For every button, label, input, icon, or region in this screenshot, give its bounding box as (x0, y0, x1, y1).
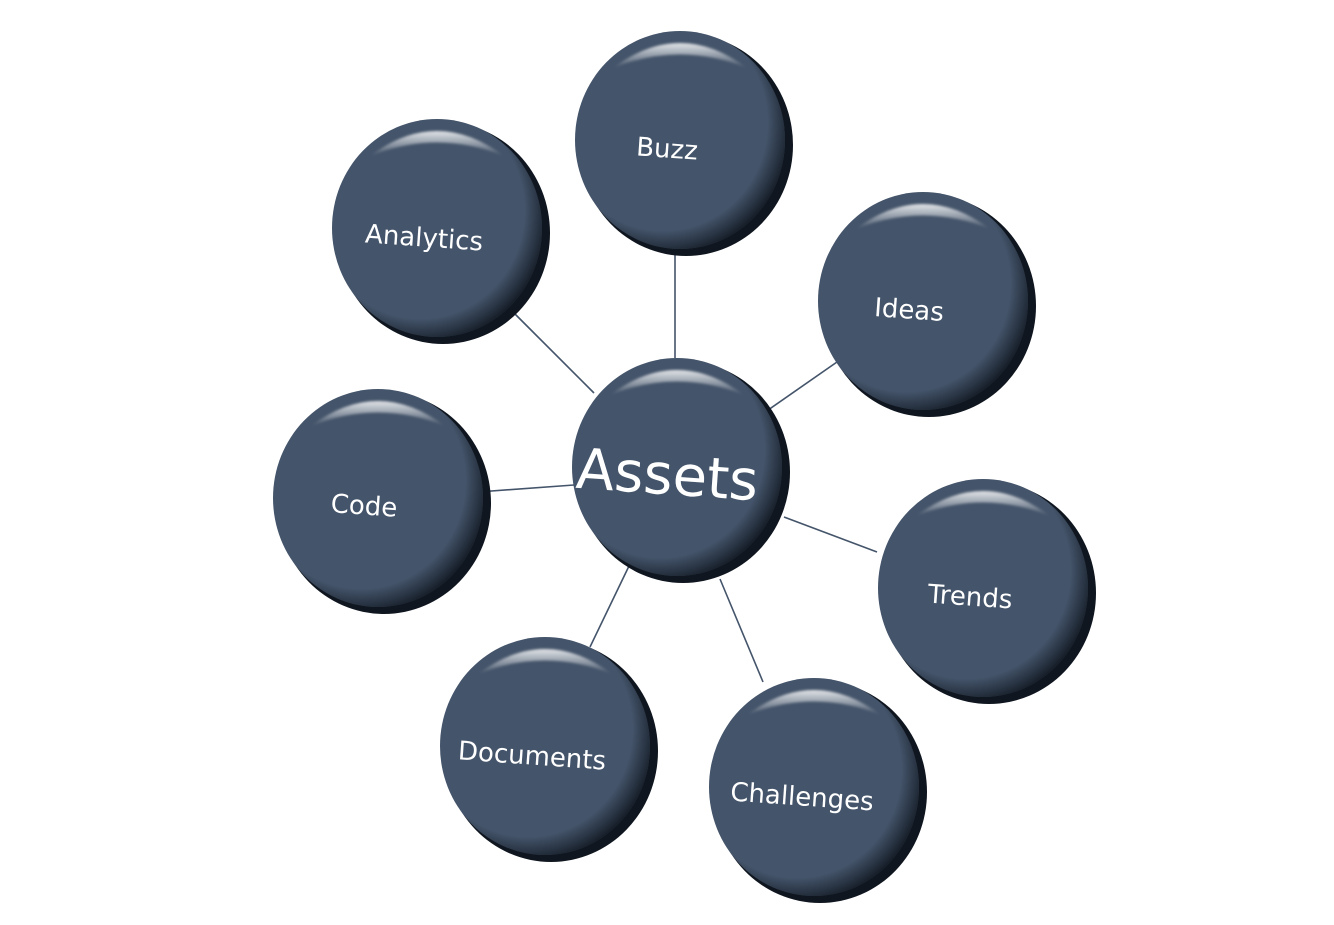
connectors (477, 255, 878, 683)
node-assets: Assets (572, 358, 790, 583)
connector-documents (589, 565, 630, 648)
node-documents: Documents (440, 637, 658, 862)
node-trends: Trends (878, 479, 1096, 704)
connector-trends (783, 516, 878, 553)
node-code: Code (273, 389, 491, 614)
node-challenges: Challenges (709, 678, 927, 903)
node-analytics: Analytics (332, 119, 550, 344)
connector-challenges (719, 578, 764, 683)
connector-ideas (757, 361, 838, 418)
node-label-code: Code (330, 489, 398, 524)
node-label-ideas: Ideas (873, 293, 945, 328)
node-buzz: Buzz (575, 31, 793, 256)
connector-code (477, 484, 575, 493)
node-label-trends: Trends (926, 580, 1014, 616)
node-label-assets: Assets (574, 437, 760, 515)
node-label-buzz: Buzz (635, 132, 699, 166)
connector-analytics (513, 312, 595, 394)
node-ideas: Ideas (818, 192, 1036, 417)
